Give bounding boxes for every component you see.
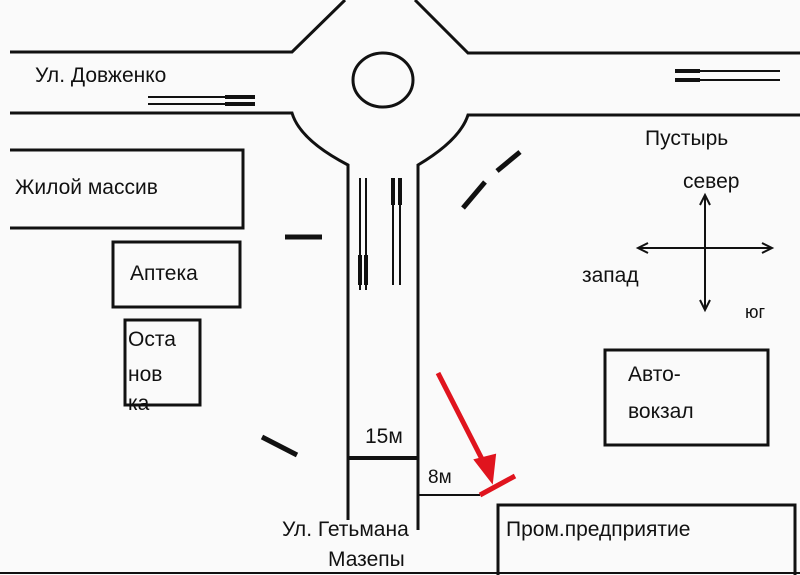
street-label-dovzhenko: Ул. Довженко — [35, 64, 167, 87]
label-factory: Пром.предприятие — [506, 518, 691, 541]
compass-north: север — [683, 170, 740, 193]
factory-box — [496, 503, 797, 575]
red-marker — [435, 371, 517, 498]
measurements — [348, 456, 480, 496]
bus-station-box — [603, 348, 770, 447]
compass-west: запад — [582, 264, 639, 287]
label-bus-station-1: Авто- — [628, 363, 681, 386]
residential-block — [10, 148, 245, 230]
roads — [10, 0, 800, 530]
label-pharmacy: Аптека — [130, 262, 198, 285]
label-stop-3: ка — [128, 392, 150, 415]
compass-south: юг — [745, 302, 766, 322]
street-label-mazepy-2: Мазепы — [328, 548, 405, 571]
stop-box — [123, 318, 202, 407]
lane-markings — [148, 69, 780, 290]
distance-15m: 15м — [365, 425, 403, 448]
label-stop-1: Оста — [128, 328, 176, 351]
dashes — [260, 150, 522, 458]
label-bus-station-2: вокзал — [628, 400, 694, 423]
buildings — [10, 148, 797, 575]
label-wasteland: Пустырь — [645, 127, 729, 150]
distance-8m: 8м — [428, 467, 452, 488]
label-stop-2: нов — [128, 363, 163, 386]
pharmacy-box — [111, 240, 242, 309]
street-label-mazepy-1: Ул. Гетьмана — [282, 518, 409, 541]
roundabout-island — [351, 51, 415, 109]
label-residential: Жилой массив — [15, 176, 158, 199]
compass-arrows — [635, 192, 775, 313]
